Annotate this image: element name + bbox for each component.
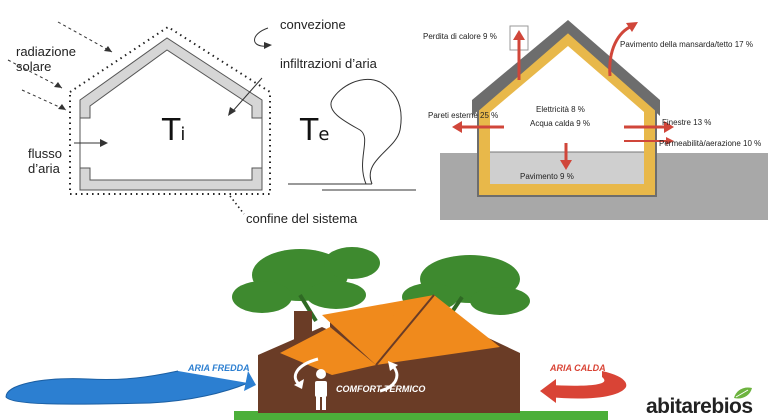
heat-loss-label: Perdita di calore 9 % (423, 32, 497, 41)
thermal-comfort-illustration: ARIA FREDDA ARIA CALDA COMFORT TERMICO (0, 235, 768, 420)
hot-water-label: Acqua calda 9 % (530, 119, 591, 128)
system-boundary-diagram: radiazione solare convezione infiltrazio… (0, 0, 420, 235)
convection-label: convezione (280, 17, 346, 32)
radiation-label: radiazione solare (16, 44, 76, 74)
infiltration-label: infiltrazioni d’aria (280, 56, 377, 71)
boundary-label: confine del sistema (246, 211, 358, 226)
floor-label: Pavimento 9 % (520, 172, 574, 181)
airflow-label: flusso d’aria (28, 146, 62, 176)
permeability-label: Permeabilità/aerazione 10 % (659, 139, 762, 148)
leaf-icon (734, 387, 752, 399)
brand-logo: abitarebios (646, 395, 753, 419)
windows-label: Finestre 13 % (662, 118, 712, 127)
attic-floor-label: Pavimento della mansarda/tetto 17 % (620, 40, 753, 49)
thermal-comfort-label: COMFORT TERMICO (336, 384, 426, 394)
heat-loss-drawing (440, 20, 768, 220)
system-boundary-drawing (7, 21, 416, 215)
external-walls-label: Pareti esterne 25 % (428, 111, 499, 120)
thermal-comfort-drawing (5, 247, 627, 420)
warm-air-label: ARIA CALDA (550, 363, 606, 373)
electricity-label: Elettricità 8 % (536, 105, 585, 114)
heat-loss-diagram: Perdita di calore 9 % Pavimento della ma… (420, 0, 768, 235)
logo-text: abitarebios (646, 395, 753, 418)
exterior-temperature-label: Te (300, 113, 330, 148)
cold-air-label: ARIA FREDDA (188, 363, 250, 373)
interior-temperature-label: Ti (162, 113, 186, 148)
